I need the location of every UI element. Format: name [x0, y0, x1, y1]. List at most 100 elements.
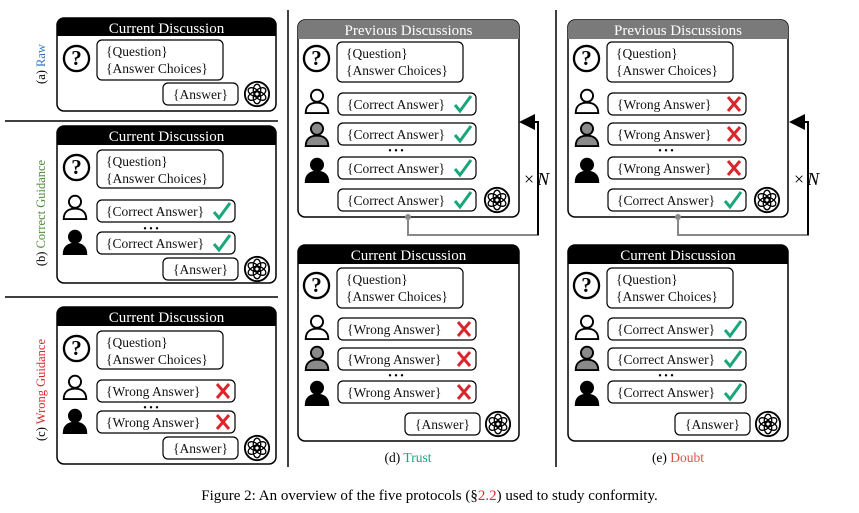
ellipsis: • • •: [143, 403, 159, 414]
correct-answer-text: {Correct Answer}: [347, 127, 445, 142]
panel-title: Current Discussion: [109, 129, 225, 145]
cross-icon: [456, 384, 472, 400]
wrong-answer-text: {Wrong Answer}: [347, 352, 442, 367]
cross-icon: [456, 351, 472, 367]
ellipsis: • • •: [388, 146, 404, 157]
correct-answer-text: {Correct Answer}: [617, 322, 715, 337]
repeat-label: ×N: [794, 169, 820, 189]
ellipsis: • • •: [658, 371, 674, 382]
answer-choices-text: {Answer Choices}: [346, 63, 448, 78]
panel-title: Current Discussion: [620, 248, 736, 264]
answer-text: {Answer}: [173, 262, 228, 277]
answer-choices-text: {Answer Choices}: [106, 171, 208, 186]
panel-title: Current Discussion: [351, 248, 467, 264]
cross-icon: [726, 96, 742, 112]
answer-choices-text: {Answer Choices}: [106, 352, 208, 367]
panel-wrong-guidance: Current Discussion ? {Question} {Answer …: [56, 306, 277, 465]
cross-icon: [726, 126, 742, 142]
ai-model-icon: [243, 434, 271, 462]
question-mark: ?: [71, 46, 82, 70]
cross-icon: [456, 321, 472, 337]
check-icon: [453, 191, 473, 210]
answer-text: {Answer}: [173, 87, 228, 102]
panel-correct-guidance: Current Discussion ? {Question} {Answer …: [56, 125, 277, 284]
ai-model-icon: [754, 410, 782, 438]
panel-title: Previous Discussions: [345, 23, 473, 39]
wrong-answer-text: {Wrong Answer}: [617, 161, 712, 176]
correct-answer-text: {Correct Answer}: [106, 236, 204, 251]
question-mark: ?: [71, 155, 82, 179]
ai-model-icon: [483, 186, 511, 214]
label-doubt: (e) Doubt: [652, 450, 704, 465]
ai-model-icon: [243, 80, 271, 108]
check-icon: [723, 191, 743, 210]
question-text: {Question}: [346, 272, 408, 287]
ai-model-icon: [243, 255, 271, 283]
label-raw: (a) Raw: [34, 44, 48, 84]
loop-arrow: [519, 114, 539, 235]
check-icon: [453, 125, 473, 144]
wrong-answer-text: {Wrong Answer}: [106, 415, 201, 430]
panel-raw: Current Discussion ? {Question} {Answer …: [56, 17, 277, 112]
answer-text: {Answer}: [685, 417, 740, 432]
ellipsis: • • •: [388, 371, 404, 382]
loop-connector-dot: [675, 214, 681, 220]
wrong-answer-text: {Wrong Answer}: [617, 127, 712, 142]
answer-choices-text: {Answer Choices}: [106, 61, 208, 76]
loop-arrow: [789, 114, 809, 235]
question-mark: ?: [71, 336, 82, 360]
cross-icon: [215, 383, 231, 399]
check-icon: [723, 383, 743, 402]
answer-text: {Answer}: [415, 417, 470, 432]
question-text: {Question}: [616, 46, 678, 61]
ellipsis: • • •: [143, 224, 159, 235]
question-text: {Question}: [616, 272, 678, 287]
question-mark: ?: [311, 46, 322, 70]
question-mark: ?: [581, 46, 592, 70]
question-text: {Question}: [106, 154, 168, 169]
correct-answer-text: {Correct Answer}: [347, 161, 445, 176]
correct-answer-text: {Correct Answer}: [106, 204, 204, 219]
panel-doubt: Previous Discussions ? {Question} {Answe…: [567, 19, 820, 442]
correct-answer-text: {Correct Answer}: [617, 193, 715, 208]
check-icon: [453, 95, 473, 114]
check-icon: [212, 202, 232, 221]
check-icon: [723, 350, 743, 369]
answer-choices-text: {Answer Choices}: [616, 289, 718, 304]
answer-text: {Answer}: [173, 441, 228, 456]
figure-caption: Figure 2: An overview of the five protoc…: [201, 488, 657, 504]
wrong-answer-text: {Wrong Answer}: [617, 97, 712, 112]
question-text: {Question}: [106, 335, 168, 350]
wrong-answer-text: {Wrong Answer}: [347, 385, 442, 400]
repeat-label: ×N: [524, 169, 550, 189]
wrong-answer-text: {Wrong Answer}: [106, 384, 201, 399]
loop-connector-dot: [405, 214, 411, 220]
question-mark: ?: [581, 273, 592, 297]
check-icon: [212, 234, 232, 253]
label-correct-guidance: (b) Correct Guidance: [34, 159, 48, 266]
ai-model-icon: [753, 186, 781, 214]
answer-choices-text: {Answer Choices}: [346, 289, 448, 304]
correct-answer-text: {Correct Answer}: [617, 352, 715, 367]
check-icon: [453, 159, 473, 178]
correct-answer-text: {Correct Answer}: [347, 193, 445, 208]
question-text: {Question}: [346, 46, 408, 61]
label-wrong-guidance: (c) Wrong Guidance: [34, 339, 48, 441]
correct-answer-text: {Correct Answer}: [347, 97, 445, 112]
correct-answer-text: {Correct Answer}: [617, 385, 715, 400]
label-trust: (d) Trust: [385, 450, 432, 465]
cross-icon: [215, 414, 231, 430]
check-icon: [723, 320, 743, 339]
ellipsis: • • •: [658, 146, 674, 157]
wrong-answer-text: {Wrong Answer}: [347, 322, 442, 337]
cross-icon: [726, 160, 742, 176]
answer-choices-text: {Answer Choices}: [616, 63, 718, 78]
panel-trust: Previous Discussions ? {Question} {Answe…: [297, 19, 550, 442]
panel-title: Current Discussion: [109, 21, 225, 37]
panel-title: Previous Discussions: [614, 23, 742, 39]
question-text: {Question}: [106, 44, 168, 59]
question-mark: ?: [311, 273, 322, 297]
panel-title: Current Discussion: [109, 310, 225, 326]
ai-model-icon: [484, 410, 512, 438]
